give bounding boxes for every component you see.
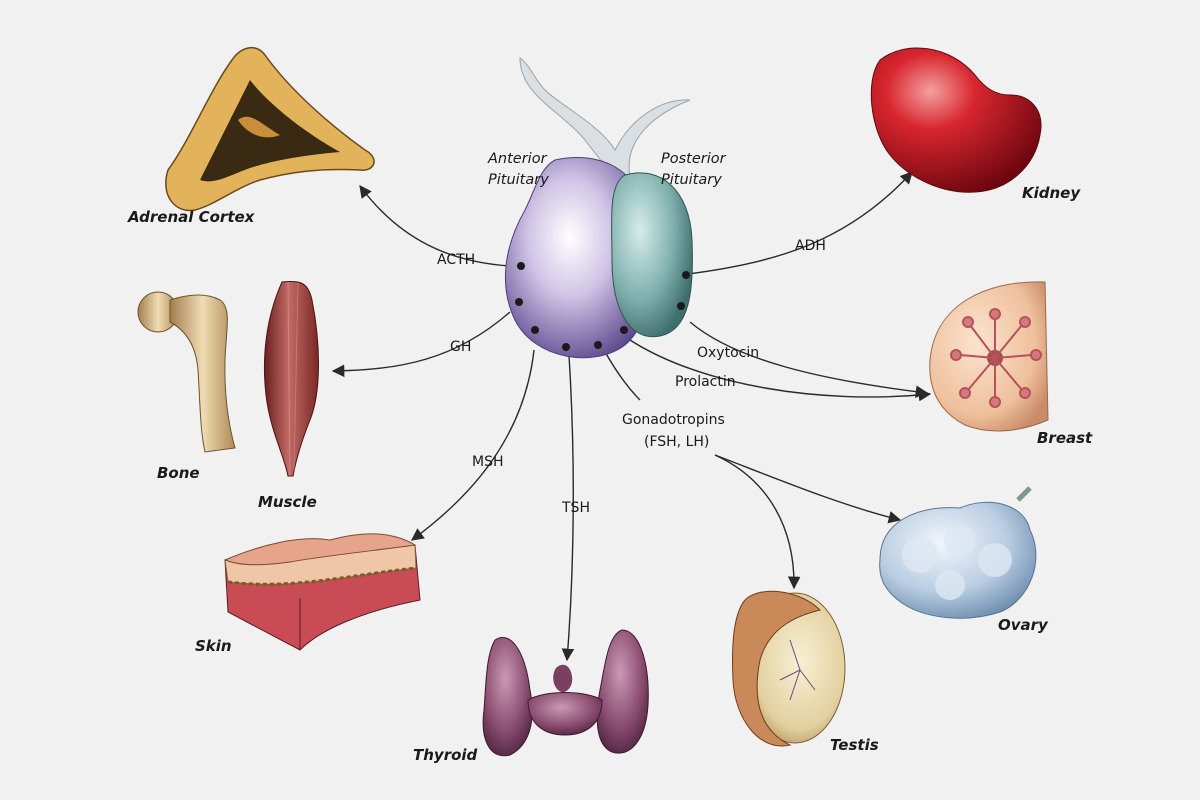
hormone-label-msh: MSH — [472, 454, 504, 470]
hormone-label-acth: ACTH — [437, 252, 475, 268]
pituitary-stalk — [519, 57, 691, 181]
arrow-gonadotropins — [603, 349, 641, 401]
hormone-label-oxytocin: Oxytocin — [697, 345, 759, 361]
hormone-label-prolactin: Prolactin — [675, 374, 736, 390]
arrow-msh — [410, 349, 535, 541]
arrow-adh — [687, 171, 913, 275]
muscle-illustration — [263, 280, 319, 477]
secretion-dots — [515, 262, 690, 351]
anterior-pituitary-label-line1: Anterior — [487, 151, 548, 167]
breast-illustration — [929, 281, 1049, 432]
thyroid-illustration — [482, 629, 649, 757]
organ-label-breast: Breast — [1037, 429, 1093, 447]
arrow-tsh — [561, 355, 575, 662]
arrow-oxytocin — [689, 321, 929, 398]
organ-label-muscle: Muscle — [258, 493, 317, 511]
posterior-pituitary-label-line2: Pituitary — [661, 172, 722, 188]
organ-label-thyroid: Thyroid — [413, 746, 478, 764]
hormone-label-adh: ADH — [795, 238, 826, 254]
arrow-ovary — [714, 454, 902, 524]
organ-label-adrenal-cortex: Adrenal Cortex — [127, 208, 256, 226]
anterior-pituitary-label-line2: Pituitary — [488, 172, 549, 188]
kidney-illustration — [870, 47, 1042, 193]
organ-label-bone: Bone — [157, 464, 200, 482]
arrow-prolactin — [629, 339, 932, 402]
organ-label-skin: Skin — [195, 637, 232, 655]
hormone-label-tsh: TSH — [561, 500, 590, 516]
arrow-acth — [359, 184, 511, 267]
organ-label-testis: Testis — [830, 736, 879, 754]
hormone-arrows — [331, 171, 932, 662]
pituitary-gland — [504, 57, 693, 359]
skin-illustration — [223, 533, 421, 651]
bone-illustration — [137, 291, 236, 453]
arrow-testis — [714, 454, 801, 590]
posterior-pituitary-label-line1: Posterior — [661, 151, 727, 167]
posterior-pituitary — [611, 172, 693, 338]
hormone-label-gh: GH — [450, 339, 471, 355]
organ-label-ovary: Ovary — [998, 616, 1049, 634]
hormone-label-gonadotropins-line1: Gonadotropins — [622, 412, 725, 428]
testis-illustration — [732, 590, 846, 747]
hormone-label-gonadotropins-line2: (FSH, LH) — [644, 434, 709, 450]
ovary-illustration — [879, 486, 1037, 619]
arrow-gh — [331, 311, 511, 378]
organ-label-kidney: Kidney — [1022, 184, 1081, 202]
adrenal-cortex-illustration — [165, 46, 375, 212]
